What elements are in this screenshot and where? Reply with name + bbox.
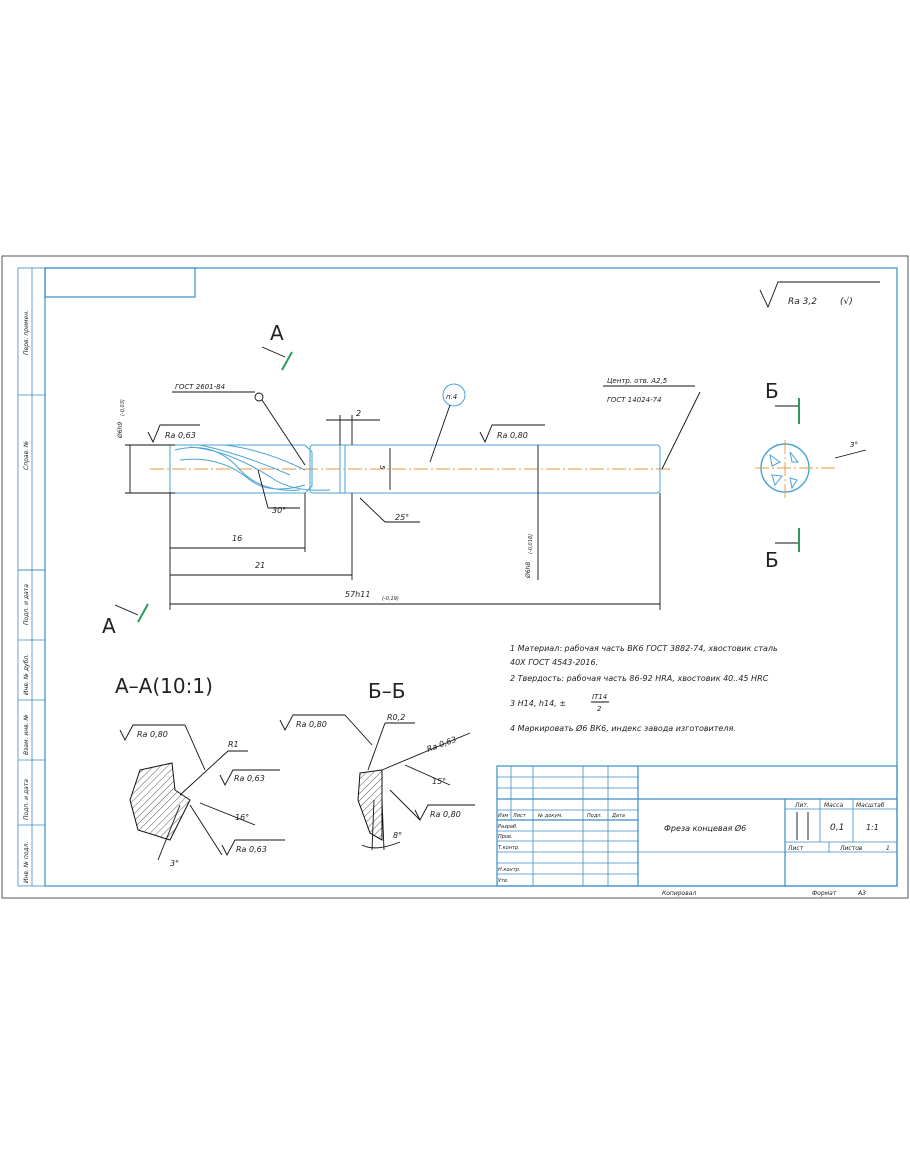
technical-notes: 1 Материал: рабочая часть ВК6 ГОСТ 3882-… <box>510 644 778 733</box>
svg-text:п.4: п.4 <box>446 393 457 401</box>
svg-text:57h11: 57h11 <box>345 590 370 599</box>
svg-text:Центр. отв. A2,5: Центр. отв. A2,5 <box>607 377 668 385</box>
scale-label: Масштаб <box>856 802 885 809</box>
note-3-denominator: 2 <box>597 705 602 713</box>
section-bb: Б–Б Ra 0,80 R0,2 Ra 0,63 15° Ra 0,80 8° <box>279 679 475 851</box>
role-tech-control: Т.контр. <box>498 845 520 851</box>
svg-text:Б: Б <box>765 379 779 403</box>
top-left-box <box>44 267 196 298</box>
svg-text:Ra 0,63: Ra 0,63 <box>234 774 265 783</box>
svg-text:Ø6h9: Ø6h9 <box>117 422 124 439</box>
sheets-label: Листов <box>839 845 863 852</box>
svg-text:16°: 16° <box>235 813 249 822</box>
sheets-value: 1 <box>886 845 890 852</box>
side-label: Подп. и дата <box>23 584 30 625</box>
format-value: А3 <box>857 890 866 897</box>
header-change: Изм <box>498 813 508 819</box>
svg-text:R1: R1 <box>228 740 239 749</box>
note-3-numerator: IT14 <box>592 693 607 701</box>
part-name: Фреза концевая Ø6 <box>664 823 746 833</box>
svg-text:А–А(10:1): А–А(10:1) <box>115 674 213 698</box>
mass-value: 0,1 <box>830 823 844 833</box>
role-checker: Пров. <box>498 834 513 840</box>
side-label: Подп. и дата <box>23 779 30 820</box>
note-3: 3 H14, h14, ± <box>510 699 566 708</box>
side-label: Инв. № дубл. <box>23 654 30 695</box>
outer-border <box>1 255 909 899</box>
copied-label: Копировал <box>662 890 696 897</box>
svg-text:Ra 0,63: Ra 0,63 <box>426 735 458 754</box>
sheet-label: Лист <box>787 845 804 852</box>
note-2: 2 Твердость: рабочая часть 86-92 HRA, хв… <box>510 674 769 683</box>
svg-text:3°: 3° <box>850 441 858 449</box>
svg-text:5: 5 <box>378 465 386 470</box>
side-label: Справ. № <box>23 441 30 470</box>
general-roughness: Ra 3,2 (√) <box>759 281 880 309</box>
end-view: Б 3° Б <box>755 379 867 572</box>
svg-text:8°: 8° <box>393 831 402 840</box>
svg-text:Ra 0,63: Ra 0,63 <box>236 845 267 854</box>
svg-text:ГОСТ 2601-84: ГОСТ 2601-84 <box>175 383 225 391</box>
title-block: Изм Лист № докум. Подп. Дата Разраб. Про… <box>496 765 898 887</box>
svg-text:Ra 0,80: Ra 0,80 <box>497 431 528 440</box>
side-label: Инв. № подл. <box>23 842 30 883</box>
role-developer: Разраб. <box>498 824 518 830</box>
note-4: 4 Маркировать Ø6 ВК6, индекс завода изго… <box>510 723 736 733</box>
note-1: 1 Материал: рабочая часть ВК6 ГОСТ 3882-… <box>510 644 778 653</box>
mass-label: Масса <box>824 802 843 809</box>
role-norm-control: Н.контр. <box>498 867 520 873</box>
svg-text:А: А <box>102 614 116 638</box>
side-label: Перв. примен. <box>23 310 30 355</box>
side-strip: Перв. примен. Справ. № Подп. и дата Инв.… <box>17 267 46 887</box>
lit-label: Лит. <box>794 802 809 809</box>
svg-text:R0,2: R0,2 <box>387 713 405 722</box>
svg-text:15°: 15° <box>432 777 446 786</box>
header-doc-number: № докум. <box>537 813 563 819</box>
svg-text:16: 16 <box>232 534 242 543</box>
svg-text:Ra 0,80: Ra 0,80 <box>430 810 461 819</box>
svg-text:(-0,03): (-0,03) <box>120 399 126 416</box>
role-approved: Утв. <box>498 878 509 884</box>
svg-text:Ø6h8: Ø6h8 <box>525 562 532 579</box>
header-sheet: Лист <box>512 813 527 819</box>
svg-text:30°: 30° <box>272 506 286 515</box>
svg-text:21: 21 <box>255 561 265 570</box>
svg-text:Б: Б <box>765 548 779 572</box>
svg-text:Ra 3,2: Ra 3,2 <box>788 297 817 307</box>
scale-value: 1:1 <box>866 823 879 832</box>
header-date: Дата <box>611 813 625 819</box>
svg-text:А: А <box>270 321 284 345</box>
main-view: Ø6h9 (-0,03) Ra 0,63 ГОСТ 2601-84 2 п.4 … <box>102 321 701 638</box>
svg-text:Ra 0,63: Ra 0,63 <box>165 431 196 440</box>
note-1-cont: 40Х ГОСТ 4543-2016. <box>510 658 598 667</box>
svg-text:Ra 0,80: Ra 0,80 <box>296 720 327 729</box>
svg-text:(√): (√) <box>840 296 853 307</box>
svg-text:2: 2 <box>356 409 361 418</box>
format-label: Формат <box>812 890 837 897</box>
svg-text:(-0,018): (-0,018) <box>528 534 534 554</box>
side-label: Взам. инв. № <box>23 714 30 755</box>
svg-text:(-0,19): (-0,19) <box>382 596 399 602</box>
header-signature: Подп. <box>587 813 602 819</box>
svg-text:25°: 25° <box>395 513 409 522</box>
svg-text:ГОСТ 14024-74: ГОСТ 14024-74 <box>607 396 662 404</box>
section-aa: А–А(10:1) Ra 0,80 R1 Ra 0,63 16° Ra 0,63… <box>115 674 285 868</box>
svg-text:3°: 3° <box>170 859 179 868</box>
svg-text:Ra 0,80: Ra 0,80 <box>137 730 168 739</box>
svg-text:Б–Б: Б–Б <box>368 679 405 703</box>
shank <box>309 444 661 494</box>
